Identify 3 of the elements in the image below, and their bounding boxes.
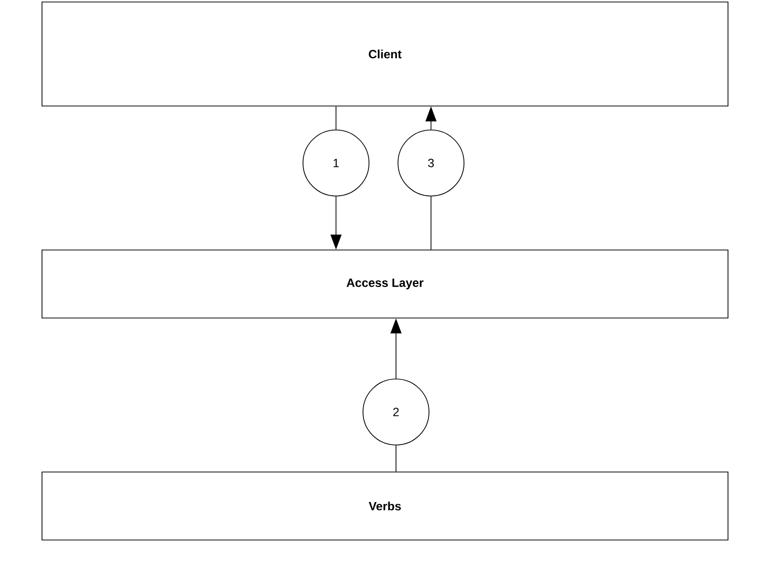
- layer-box: Client: [42, 2, 728, 106]
- layer-box: Access Layer: [42, 250, 728, 318]
- layer-box: Verbs: [42, 472, 728, 540]
